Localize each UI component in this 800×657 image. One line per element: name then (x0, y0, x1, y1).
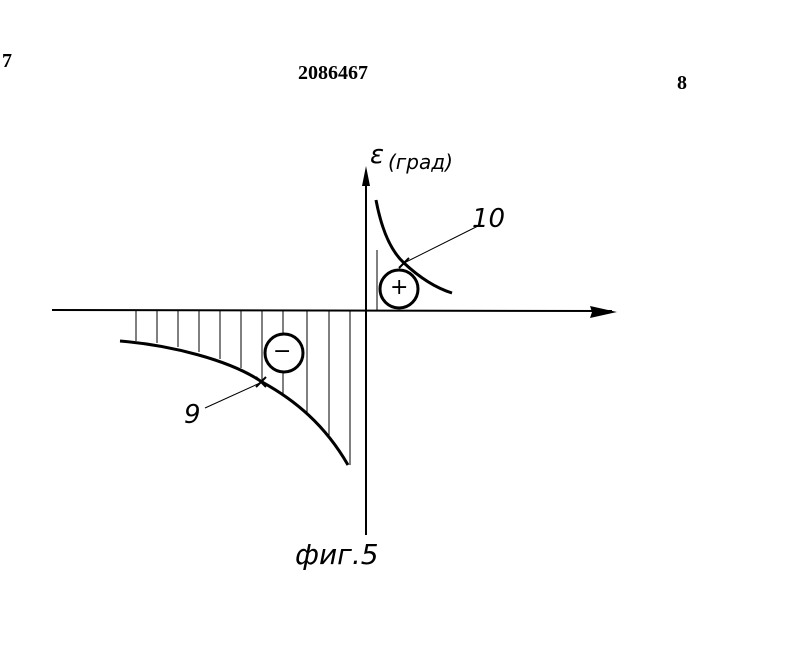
point-9-marker (255, 376, 267, 388)
y-axis-unit: (град) (388, 150, 453, 174)
negative-hatching (135, 310, 351, 465)
minus-circle (263, 332, 305, 374)
figure-caption: фиг.5 (295, 538, 379, 571)
right-page-number: 8 (677, 72, 687, 94)
x-axis-arrow-icon (590, 306, 617, 318)
plus-circle (378, 268, 420, 310)
label-9: 9 (184, 400, 201, 430)
x-axis (51, 309, 613, 312)
plus-sign: + (390, 275, 409, 300)
leader-line-9 (204, 382, 261, 409)
curve-9 (119, 339, 350, 466)
minus-sign: − (273, 339, 292, 364)
left-page-number: 7 (2, 50, 12, 72)
patent-number: 2086467 (298, 62, 368, 84)
y-axis-symbol: ε (370, 140, 385, 170)
label-10: 10 (472, 204, 506, 234)
y-axis-arrow-icon (362, 166, 370, 186)
leader-line-10 (403, 225, 479, 264)
